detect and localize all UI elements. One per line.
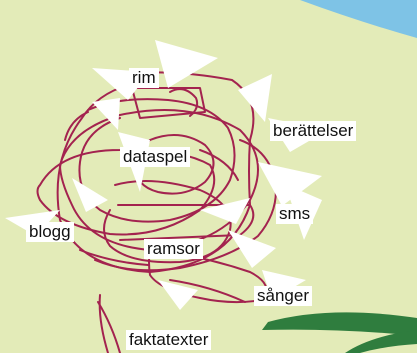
scribble-drawing: [36, 71, 277, 353]
word-faktatexter: faktatexter: [126, 330, 212, 350]
sky-corner: [300, 0, 417, 38]
word-dataspel: dataspel: [120, 147, 191, 167]
leaf-shape: [262, 312, 417, 336]
word-blogg: blogg: [26, 222, 74, 242]
leaf-stalk: [345, 330, 417, 353]
word-berattelser: berättelser: [270, 121, 357, 141]
word-rim: rim: [129, 68, 159, 88]
word-ramsor: ramsor: [144, 239, 203, 259]
word-sms: sms: [276, 204, 314, 224]
word-sanger: sånger: [254, 286, 312, 306]
